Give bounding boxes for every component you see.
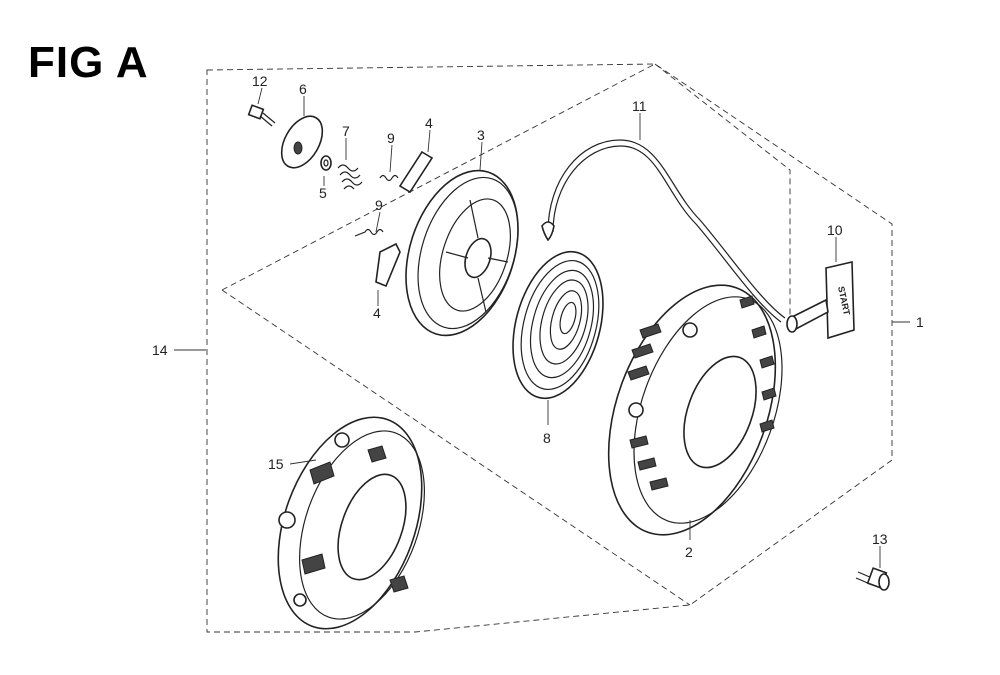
part-9-upper-spring	[379, 174, 399, 182]
callout-7: 7	[342, 123, 350, 139]
callout-4-lower: 4	[373, 305, 381, 321]
callout-5: 5	[319, 185, 327, 201]
callout-13: 13	[872, 531, 888, 547]
callout-6: 6	[299, 81, 307, 97]
callout-12: 12	[252, 73, 268, 89]
part-4-lower-ratchet	[375, 242, 401, 288]
callout-15: 15	[268, 456, 284, 472]
part-6-friction-plate	[280, 115, 324, 169]
callout-8: 8	[543, 430, 551, 446]
callout-1: 1	[916, 314, 924, 330]
part-12-bolt	[247, 104, 276, 127]
callout-3: 3	[477, 127, 485, 143]
callout-9-upper: 9	[387, 130, 395, 146]
callout-11: 11	[632, 98, 647, 114]
part-11-starter-rope	[541, 139, 786, 323]
part-7-spring	[337, 164, 363, 190]
part-8-recoil-spring	[512, 250, 604, 400]
part-4-upper-ratchet	[398, 150, 434, 194]
callout-14: 14	[152, 342, 168, 358]
callout-9-lower: 9	[375, 197, 383, 213]
assembly-boundary	[206, 63, 893, 633]
callout-2: 2	[685, 544, 693, 560]
part-13-flange-bolt	[855, 567, 890, 591]
part-10-start-handle: START	[786, 261, 855, 340]
callout-4-upper: 4	[425, 115, 433, 131]
callout-labels: 1 2 3 4 4 5 6 7 8 9 9 10 11 12 13 14 15	[152, 73, 924, 560]
part-2-starter-case	[607, 284, 783, 536]
part-9-lower-spring	[354, 228, 384, 237]
callout-10: 10	[827, 222, 843, 238]
part-3-reel	[405, 169, 519, 337]
figure-title: FIG A	[28, 38, 149, 87]
part-15-starter-pulley	[277, 416, 425, 630]
leader-lines	[174, 87, 910, 568]
part-5-washer	[320, 155, 332, 171]
